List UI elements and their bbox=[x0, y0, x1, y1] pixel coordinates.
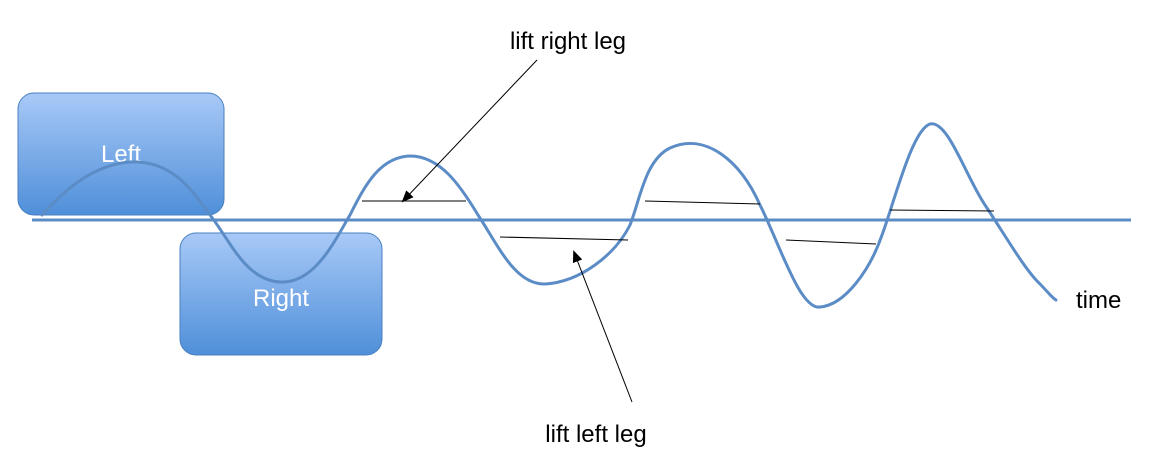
left-box: Left bbox=[17, 92, 225, 216]
label-time: time bbox=[1076, 287, 1121, 314]
interval-line bbox=[889, 209, 995, 212]
label-lift-left-leg: lift left leg bbox=[545, 421, 646, 448]
right-box-shape bbox=[179, 232, 383, 356]
interval-line bbox=[499, 236, 629, 241]
right-box: Right bbox=[179, 232, 383, 356]
label-lift-right-leg: lift right leg bbox=[510, 28, 626, 55]
leg-lift-intervals bbox=[362, 200, 995, 245]
interval-line bbox=[644, 200, 761, 205]
arrow-lift-left-leg bbox=[572, 250, 633, 403]
left-box-shape bbox=[17, 92, 225, 216]
right-box-label: Right bbox=[253, 285, 309, 312]
interval-line bbox=[785, 239, 877, 245]
arrow-lift-right-leg bbox=[401, 59, 538, 203]
signal-wave bbox=[40, 122, 1058, 309]
